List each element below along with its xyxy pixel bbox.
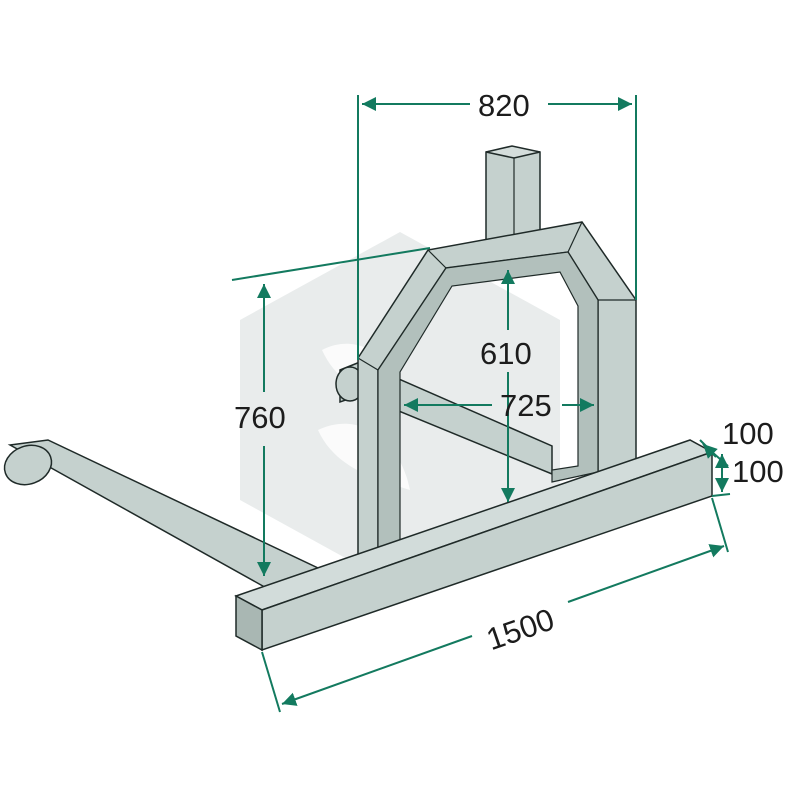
- dimension-label-profile-height: 100: [732, 454, 784, 489]
- dimension-label-profile-width: 100: [722, 416, 774, 451]
- dimension-label-760: 760: [234, 400, 286, 435]
- dimension-label-1500: 1500: [482, 602, 559, 658]
- dimension-label-820: 820: [478, 88, 530, 123]
- dimension-label-610: 610: [480, 336, 532, 371]
- dimension-lines: [231, 95, 731, 713]
- dimension-label-725: 725: [500, 388, 552, 423]
- front-square-beam: [234, 439, 714, 652]
- top-square-post: [485, 145, 541, 241]
